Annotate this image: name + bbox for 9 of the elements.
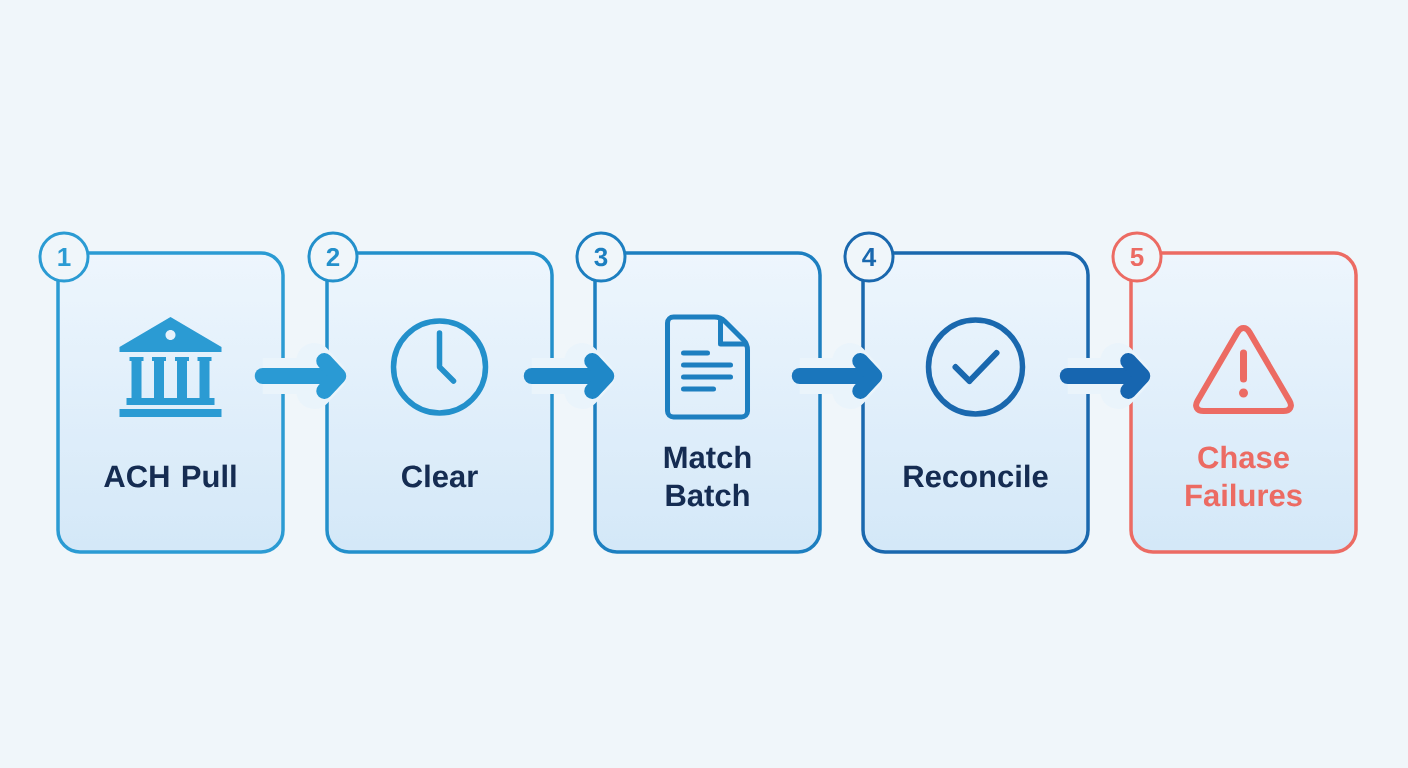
step-number: 3	[575, 231, 627, 283]
arrow	[523, 343, 615, 409]
arrow	[791, 343, 883, 409]
arrow	[1059, 343, 1151, 409]
step-number: 1	[38, 231, 90, 283]
step-number: 2	[307, 231, 359, 283]
step-number: 5	[1111, 231, 1163, 283]
arrow	[254, 343, 347, 409]
step-number: 4	[843, 231, 895, 283]
